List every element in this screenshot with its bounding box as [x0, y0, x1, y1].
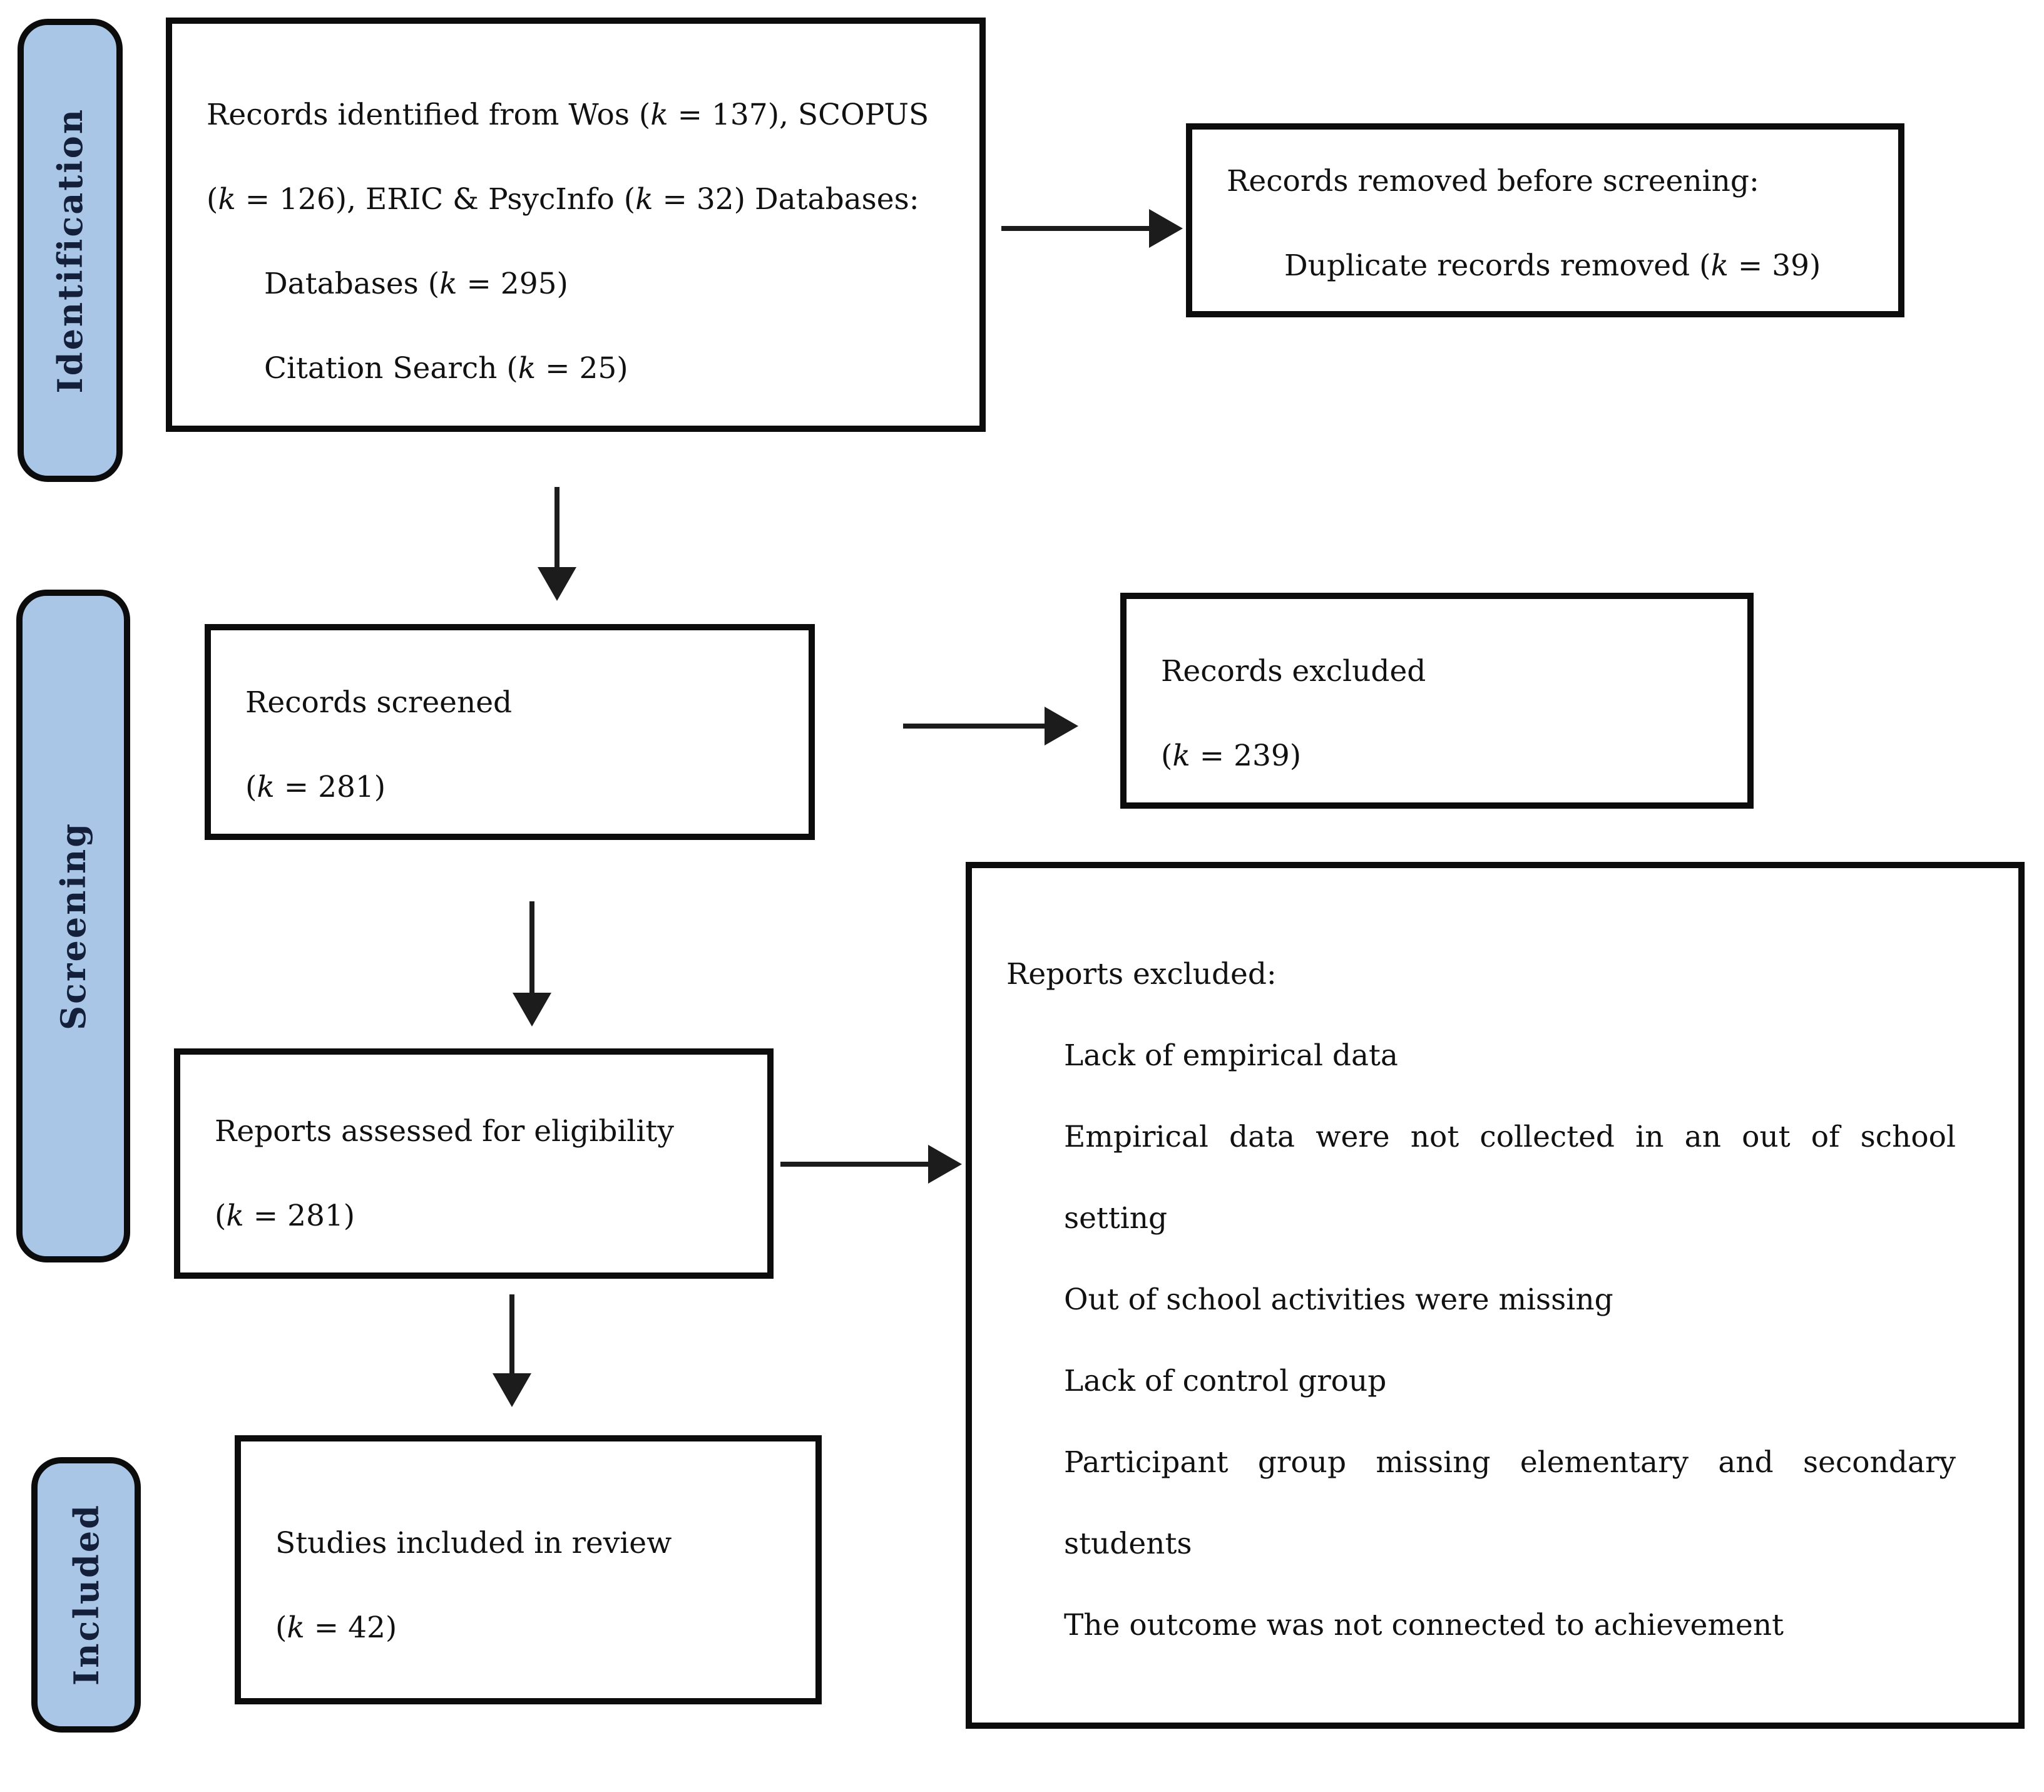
records-identified-text: Records identified from Wos (k = 137), S… [207, 98, 929, 217]
reports-excluded-item: Empirical data were not collected in an … [1064, 1120, 1956, 1236]
records-identified-databases: Databases (k = 295) [264, 267, 568, 301]
studies-included-label: Studies included in review [275, 1526, 672, 1560]
records-screened-count: (k = 281) [245, 770, 386, 804]
arrow-assessed-to-included [509, 1294, 514, 1375]
records-excluded-label: Records excluded [1161, 654, 1426, 689]
reports-excluded-item: Lack of empirical data [1064, 1038, 1398, 1073]
records-removed-title: Records removed before screening: [1227, 164, 1759, 198]
arrow-screened-to-excluded [903, 724, 1046, 729]
stage-identification: Identification [18, 19, 123, 482]
box-reports-excluded: Reports excluded: Lack of empirical data… [966, 862, 2025, 1729]
reports-excluded-item: Lack of control group [1064, 1364, 1387, 1398]
records-identified-citation-search: Citation Search (k = 25) [264, 351, 628, 386]
reports-assessed-label: Reports assessed for eligibility [215, 1114, 674, 1149]
arrow-assessed-to-reports-excluded [780, 1162, 929, 1167]
box-studies-included: Studies included in review (k = 42) [235, 1435, 822, 1704]
studies-included-count: (k = 42) [275, 1610, 397, 1645]
arrow-identified-to-removed [1001, 226, 1150, 231]
reports-excluded-title: Reports excluded: [1006, 957, 1277, 991]
reports-excluded-item: Participant group missing elementary and… [1064, 1445, 1956, 1561]
stage-identification-label: Identification [50, 107, 90, 394]
box-records-excluded: Records excluded (k = 239) [1120, 593, 1754, 809]
stage-included-label: Included [66, 1503, 106, 1686]
reports-assessed-count: (k = 281) [215, 1199, 355, 1233]
box-records-removed: Records removed before screening: Duplic… [1186, 123, 1904, 317]
records-excluded-count: (k = 239) [1161, 739, 1302, 773]
box-reports-assessed: Reports assessed for eligibility (k = 28… [174, 1048, 774, 1279]
stage-screening: Screening [16, 590, 130, 1262]
records-removed-duplicates: Duplicate records removed (k = 39) [1284, 248, 1821, 283]
arrow-screened-to-assessed [529, 901, 534, 994]
box-records-identified: Records identified from Wos (k = 137), S… [166, 18, 986, 432]
records-screened-label: Records screened [245, 685, 513, 720]
stage-included: Included [31, 1457, 141, 1733]
reports-excluded-item: Out of school activities were missing [1064, 1283, 1613, 1317]
stage-screening-label: Screening [53, 822, 93, 1030]
arrow-identified-to-screened [554, 487, 560, 568]
box-records-screened: Records screened (k = 281) [205, 624, 815, 840]
reports-excluded-item: The outcome was not connected to achieve… [1064, 1608, 1784, 1642]
